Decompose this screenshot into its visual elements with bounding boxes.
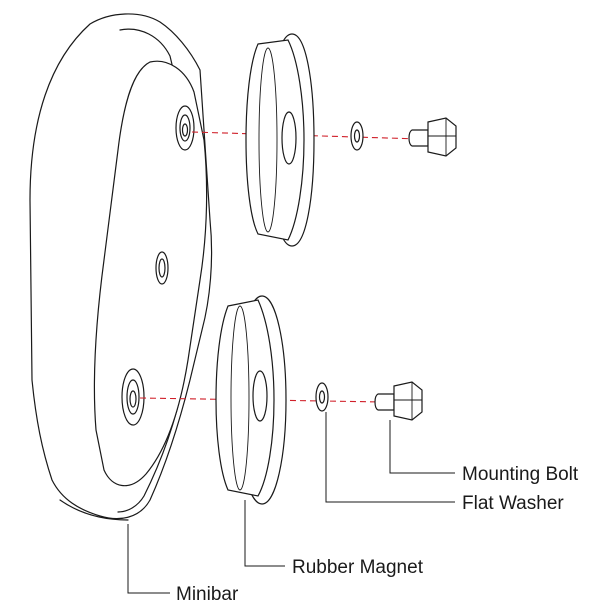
upper-washer-hole [353, 129, 361, 143]
lower-washer-outer [315, 382, 329, 412]
lower-magnet-ring-line [230, 305, 250, 491]
minibar-upper-boss-inner [179, 114, 191, 142]
minibar [29, 13, 213, 521]
upper-magnet-ring-line [258, 47, 278, 233]
lower-bolt-shank [374, 393, 395, 411]
minibar-label: Minibar [176, 584, 239, 605]
lower-rubber-magnet [215, 295, 287, 505]
minibar-lower-boss-inner [126, 379, 140, 415]
minibar-upper-boss [175, 105, 195, 151]
upper-flat-washer [350, 121, 364, 151]
lower-mounting-bolt [374, 381, 423, 421]
upper-rubber-magnet [245, 33, 315, 247]
minibar-lower-hole [129, 390, 137, 408]
flat-washer-label: Flat Washer [462, 493, 564, 514]
minibar-lower-boss [121, 368, 145, 426]
upper-bolt-shank [408, 129, 429, 147]
rubber-magnet-label: Rubber Magnet [292, 557, 424, 578]
rubber-magnet-leader [244, 500, 285, 567]
lower-washer-hole [318, 390, 326, 404]
lower-magnet-center-hole [252, 370, 268, 422]
mounting-bolt-label: Mounting Bolt [462, 464, 579, 485]
upper-magnet-center-hole [281, 111, 297, 165]
upper-washer-outer [350, 121, 364, 151]
minibar-center-stud-inner [158, 258, 166, 278]
lower-magnet-body [215, 299, 275, 497]
minibar-center-stud [155, 251, 169, 285]
lower-flat-washer [315, 382, 329, 412]
lower-bolt-head [393, 381, 423, 421]
minibar-lower-edge [59, 499, 129, 521]
minibar-leader [127, 524, 170, 594]
minibar-upper-hole [181, 123, 189, 137]
upper-mounting-bolt [408, 117, 457, 157]
flat-washer-leader [325, 412, 455, 503]
upper-bolt-head [427, 117, 457, 157]
minibar-mounting-face [93, 60, 208, 487]
mounting-bolt-leader [389, 420, 455, 474]
